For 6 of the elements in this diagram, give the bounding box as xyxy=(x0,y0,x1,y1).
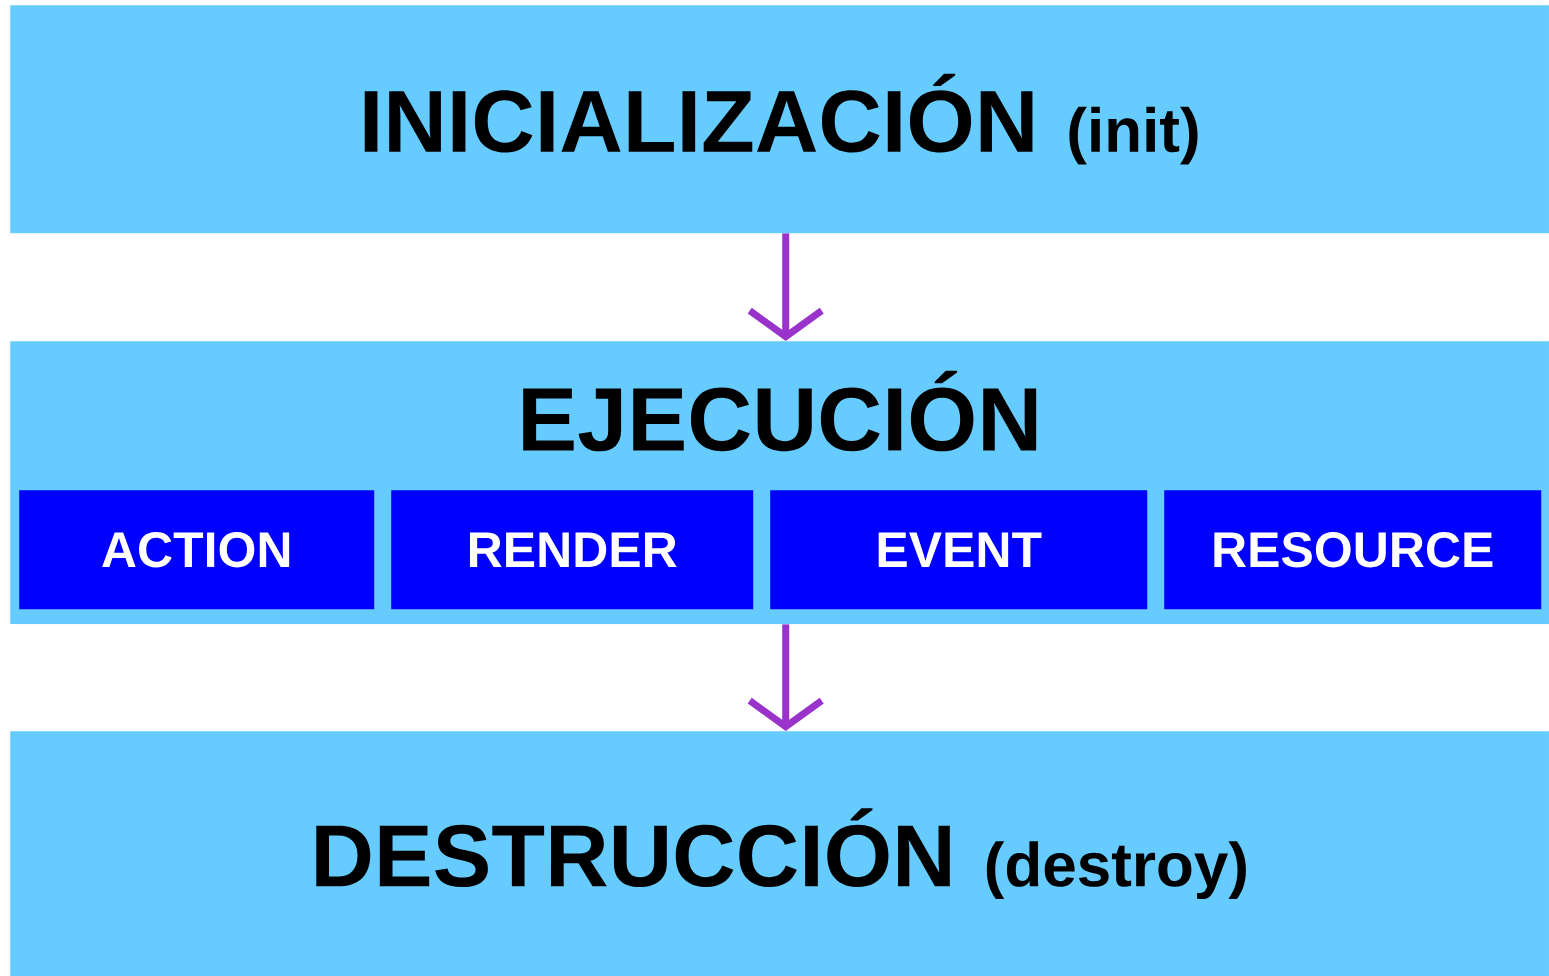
phase-box: ACTION xyxy=(19,490,375,610)
phase-box: RESOURCE xyxy=(1164,490,1542,610)
phase-box: RENDER xyxy=(391,490,754,610)
phase-box: EVENT xyxy=(770,490,1148,610)
stage-box: DESTRUCCIÓN (destroy) xyxy=(10,731,1549,976)
stage-box: INICIALIZACIÓN (init) xyxy=(10,5,1549,234)
